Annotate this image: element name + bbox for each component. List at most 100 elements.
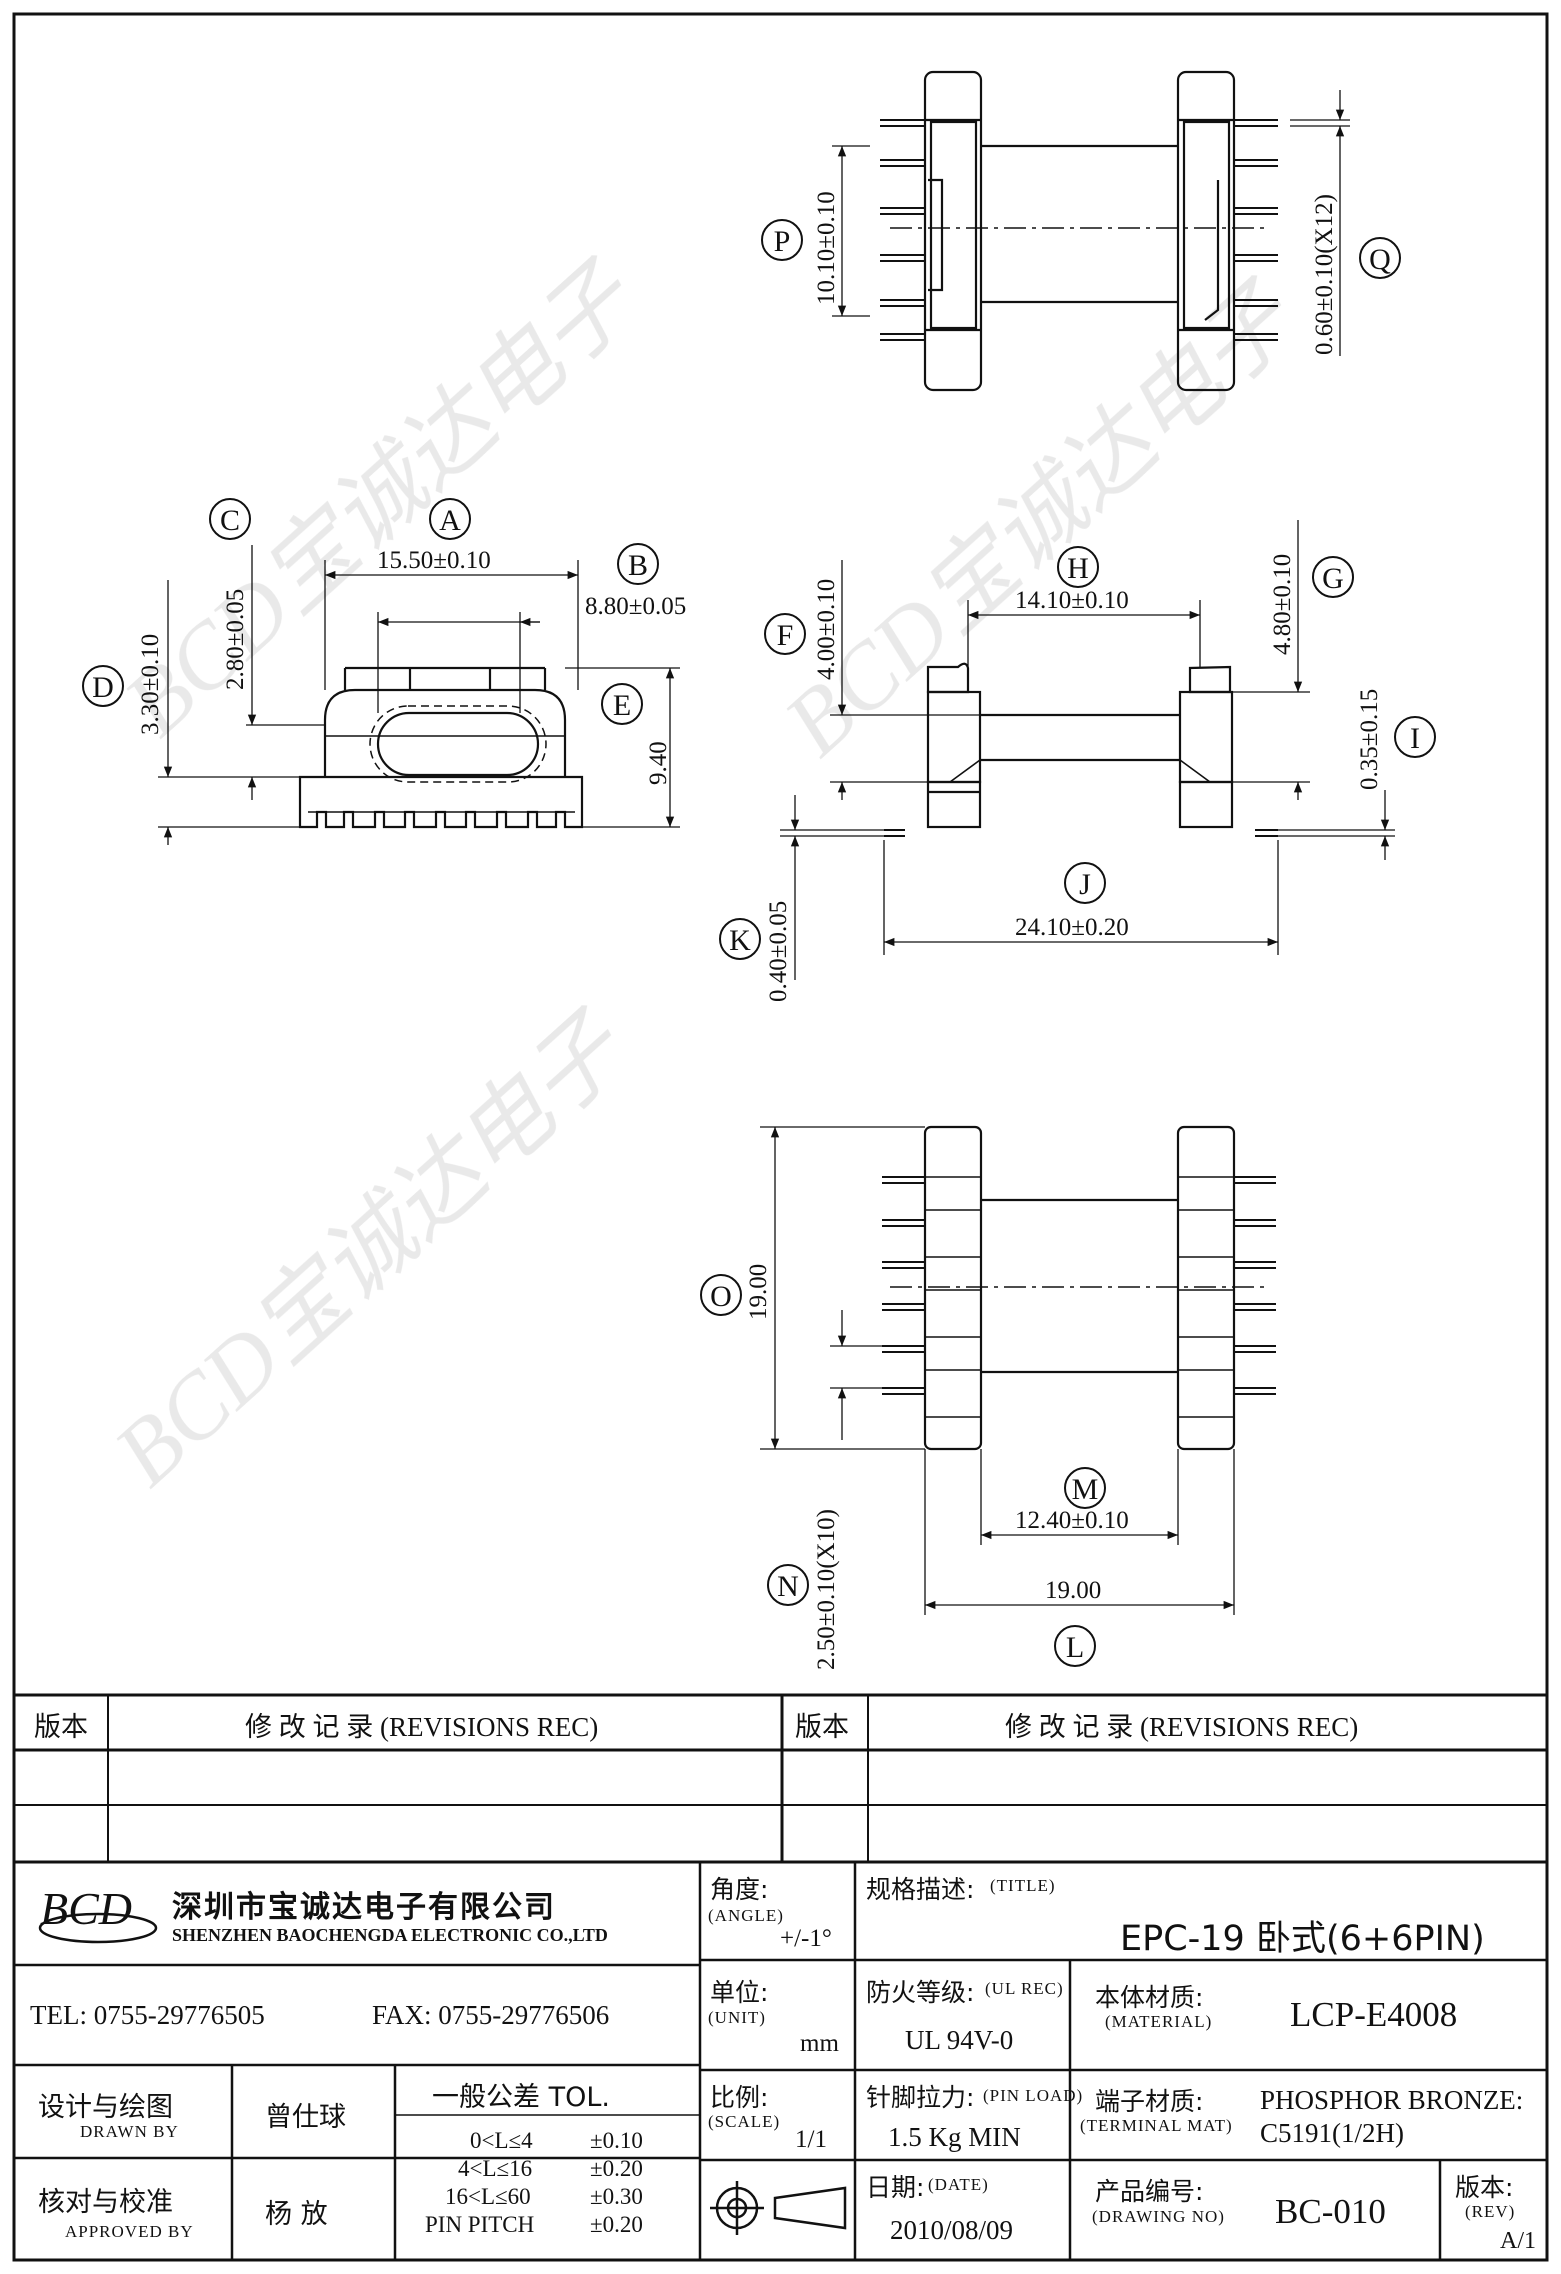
company-logo: BCD bbox=[38, 1883, 158, 1944]
date-value: 2010/08/09 bbox=[890, 2215, 1014, 2245]
svg-text:F: F bbox=[777, 619, 794, 652]
fire-rating-value: UL 94V-0 bbox=[905, 2025, 1014, 2055]
tolerance-value-1: ±0.10 bbox=[590, 2128, 643, 2153]
svg-text:J: J bbox=[1079, 868, 1091, 901]
angle-label: 角度: bbox=[710, 1875, 769, 1904]
svg-text:N: N bbox=[777, 1570, 799, 1603]
svg-text:0.35±0.15: 0.35±0.15 bbox=[1356, 689, 1383, 790]
material-value: LCP-E4008 bbox=[1290, 1995, 1458, 2034]
drawing-no-label-en: (DRAWING NO) bbox=[1092, 2207, 1225, 2226]
label-M: M bbox=[1064, 1467, 1106, 1509]
svg-text:H: H bbox=[1067, 552, 1089, 585]
tolerance-value-4: ±0.20 bbox=[590, 2212, 643, 2237]
svg-text:BCD: BCD bbox=[40, 1883, 132, 1934]
title-block-grid bbox=[14, 1862, 1547, 2260]
title-label: 规格描述: bbox=[866, 1875, 975, 1904]
label-A: A bbox=[429, 498, 471, 540]
label-C: C bbox=[209, 498, 251, 540]
title-value: EPC-19 卧式(6+6PIN) bbox=[1120, 1919, 1485, 1959]
rev-version-label-left: 版本 bbox=[34, 1712, 88, 1743]
svg-text:E: E bbox=[613, 689, 631, 722]
scale-label-en: (SCALE) bbox=[708, 2112, 781, 2131]
tolerance-range-2: 4<L≤16 bbox=[458, 2156, 533, 2181]
label-N: N bbox=[767, 1564, 809, 1606]
fire-rating-label-en: (UL REC) bbox=[985, 1979, 1064, 1998]
svg-text:M: M bbox=[1072, 1473, 1099, 1506]
scale-value: 1/1 bbox=[795, 2126, 827, 2153]
revision-label: 版本: bbox=[1455, 2173, 1514, 2202]
dimension-values: 15.50±0.10 8.80±0.05 2.80±0.05 3.30±0.10… bbox=[137, 191, 1383, 1670]
unit-value: mm bbox=[800, 2030, 839, 2057]
svg-text:2.50±0.10(X10): 2.50±0.10(X10) bbox=[813, 1509, 840, 1670]
label-J: J bbox=[1064, 862, 1106, 904]
svg-text:2.80±0.05: 2.80±0.05 bbox=[222, 589, 249, 690]
label-O: O bbox=[700, 1274, 742, 1316]
date-label: 日期: bbox=[866, 2173, 925, 2202]
rev-records-label-left: 修 改 记 录 (REVISIONS REC) bbox=[245, 1712, 599, 1742]
svg-text:A: A bbox=[439, 504, 461, 537]
projection-symbol-icon bbox=[710, 2181, 847, 2235]
approved-by-label-en: APPROVED BY bbox=[65, 2222, 194, 2241]
company-name-en: SHENZHEN BAOCHENGDA ELECTRONIC CO.,LTD bbox=[172, 1925, 608, 1945]
title-label-en: (TITLE) bbox=[990, 1876, 1056, 1895]
material-label: 本体材质: bbox=[1095, 1983, 1204, 2012]
svg-text:8.80±0.05: 8.80±0.05 bbox=[585, 593, 686, 620]
label-K: K bbox=[719, 918, 761, 960]
revision-value: A/1 bbox=[1500, 2228, 1536, 2254]
dimension-labels: P Q C A B D E H G F I J K O M N L bbox=[82, 219, 1436, 1667]
label-E: E bbox=[601, 683, 643, 725]
svg-text:19.00: 19.00 bbox=[1045, 1577, 1101, 1604]
svg-text:I: I bbox=[1410, 722, 1420, 755]
terminal-material-label: 端子材质: bbox=[1095, 2087, 1204, 2116]
label-Q: Q bbox=[1359, 237, 1401, 279]
company-fax: FAX: 0755-29776506 bbox=[372, 2000, 610, 2030]
tolerance-range-4: PIN PITCH bbox=[425, 2212, 535, 2237]
svg-text:O: O bbox=[710, 1280, 732, 1313]
outer-frame bbox=[12, 12, 1549, 2262]
bottom-view bbox=[760, 1125, 1276, 1615]
svg-text:L: L bbox=[1066, 1631, 1084, 1664]
material-label-en: (MATERIAL) bbox=[1105, 2012, 1213, 2031]
svg-text:P: P bbox=[774, 225, 791, 258]
tolerance-range-1: 0<L≤4 bbox=[470, 2128, 533, 2153]
drawn-by-label: 设计与绘图 bbox=[38, 2092, 173, 2123]
tolerance-value-2: ±0.20 bbox=[590, 2156, 643, 2181]
svg-text:10.10±0.10: 10.10±0.10 bbox=[813, 191, 840, 305]
label-P: P bbox=[761, 219, 803, 261]
svg-text:15.50±0.10: 15.50±0.10 bbox=[377, 547, 491, 574]
tolerance-value-3: ±0.30 bbox=[590, 2184, 643, 2209]
front-view bbox=[158, 545, 680, 845]
svg-text:C: C bbox=[220, 504, 240, 537]
revision-label-en: (REV) bbox=[1465, 2202, 1516, 2221]
angle-value: +/-1° bbox=[780, 1925, 832, 1952]
svg-text:BCD宝诚达电子: BCD宝诚达电子 bbox=[105, 244, 656, 755]
drawing-no-value: BC-010 bbox=[1275, 2192, 1386, 2231]
label-B: B bbox=[617, 543, 659, 585]
date-label-en: (DATE) bbox=[928, 2175, 989, 2194]
side-view bbox=[780, 520, 1395, 980]
label-F: F bbox=[764, 613, 806, 655]
tolerance-title: 一般公差 TOL. bbox=[432, 2082, 610, 2113]
label-G: G bbox=[1312, 556, 1354, 598]
label-L: L bbox=[1054, 1625, 1096, 1667]
pin-load-label: 针脚拉力: bbox=[866, 2083, 975, 2112]
approved-by-label: 核对与校准 bbox=[38, 2187, 173, 2218]
watermark: BCD宝诚达电子 BCD宝诚达电子 BCD宝诚达电子 bbox=[95, 244, 1316, 1505]
revision-table bbox=[14, 1693, 1547, 1864]
svg-text:G: G bbox=[1322, 562, 1344, 595]
svg-text:14.10±0.10: 14.10±0.10 bbox=[1015, 587, 1129, 614]
drawing-no-label: 产品编号: bbox=[1095, 2177, 1204, 2206]
top-view bbox=[832, 70, 1350, 392]
tolerance-range-3: 16<L≤60 bbox=[445, 2184, 531, 2209]
svg-text:9.40: 9.40 bbox=[645, 741, 672, 785]
svg-text:12.40±0.10: 12.40±0.10 bbox=[1015, 1507, 1129, 1534]
terminal-material-value-1: PHOSPHOR BRONZE: bbox=[1260, 2085, 1524, 2115]
unit-label-en: (UNIT) bbox=[708, 2008, 766, 2027]
svg-text:4.80±0.10: 4.80±0.10 bbox=[1269, 554, 1296, 655]
terminal-material-label-en: (TERMINAL MAT) bbox=[1080, 2116, 1233, 2135]
svg-text:Q: Q bbox=[1369, 243, 1391, 276]
svg-text:K: K bbox=[729, 924, 751, 957]
label-H: H bbox=[1057, 546, 1099, 588]
rev-records-label-right: 修 改 记 录 (REVISIONS REC) bbox=[1005, 1712, 1359, 1742]
